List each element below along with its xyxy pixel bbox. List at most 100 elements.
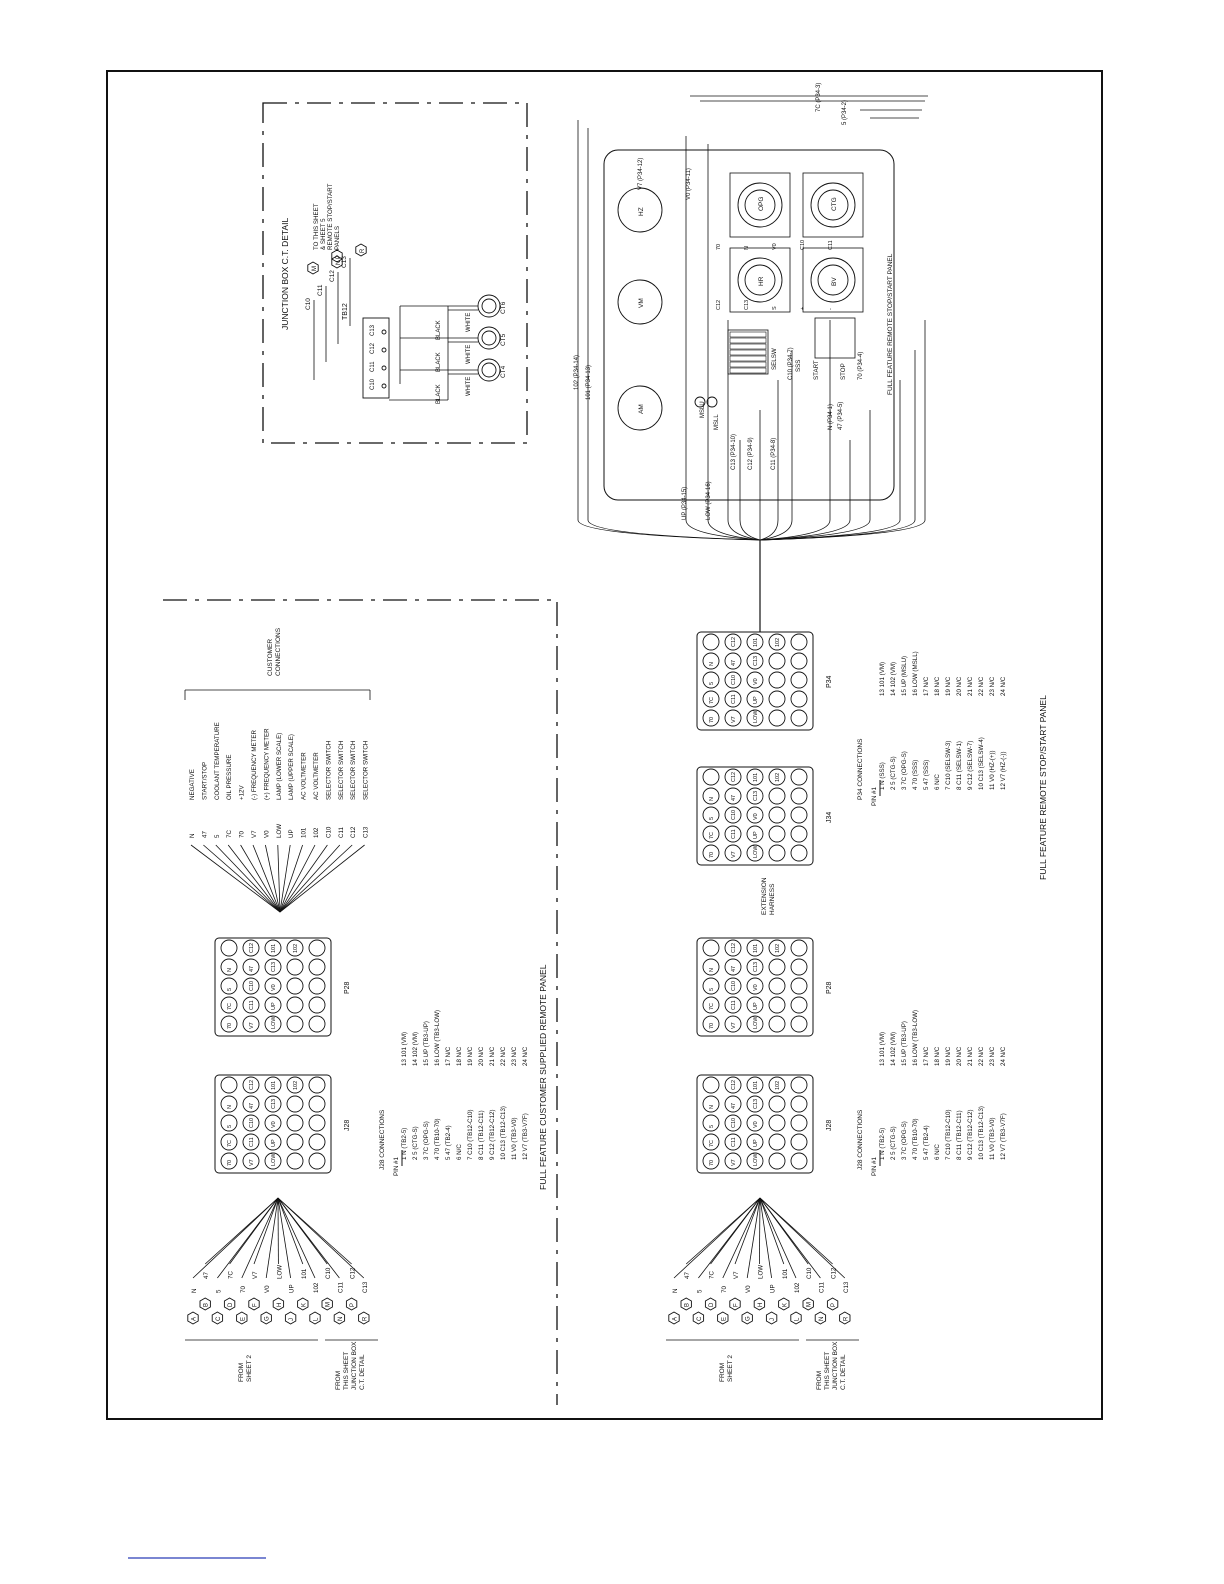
- upper-from-pin-a: [187, 1311, 199, 1325]
- upper-from-fan-wire: [277, 1197, 340, 1279]
- lower-from-pin-label-g: G: [746, 1316, 752, 1321]
- upper-from-pin-r: [358, 1311, 370, 1325]
- connector-p34-cavity: [790, 709, 808, 727]
- connector-j28-lower-cavity: [746, 1114, 764, 1132]
- j28-connections-upper-row: 1 N (TB2-5): [401, 1128, 408, 1160]
- connector-p28-upper-cavity: [220, 958, 238, 976]
- tb12-screw: [381, 329, 387, 335]
- connector-p28-lower-cavity: [790, 977, 808, 995]
- connector-j34-cavity: [790, 768, 808, 786]
- p34-connections-row: 23 N/C: [989, 676, 996, 696]
- connector-j28-lower-body: [696, 1074, 814, 1174]
- connector-j28-upper-cavity: [264, 1133, 282, 1151]
- connector-j28-upper-cavity-label: 70: [227, 1160, 233, 1166]
- connector-j28-lower-cavity: [790, 1095, 808, 1113]
- harness-bend: [759, 519, 926, 541]
- upper-from-pin-label-d: D: [228, 1302, 234, 1307]
- connector-p28-upper-cavity-label: 102: [293, 944, 299, 953]
- p34-connections-row: 1 N (SSS): [879, 762, 886, 790]
- connector-p34-cavity: [702, 690, 720, 708]
- connector-p28-lower-cavity: [724, 977, 742, 995]
- upper-from-pin-label-f: F: [253, 1303, 259, 1307]
- customer-fan-wire: [277, 844, 281, 913]
- jb-output-wire-c11: C11: [317, 284, 324, 296]
- customer-fan-wire: [279, 844, 316, 913]
- customer-desc: COOLANT TEMPERATURE: [214, 722, 221, 800]
- connector-j34-cavity: [746, 806, 764, 824]
- customer-desc: SELECTOR SWITCH: [363, 741, 370, 800]
- lower-from-fan-wire: [710, 1197, 761, 1265]
- connector-p28-lower-cavity: [768, 977, 786, 995]
- connector-j28-upper-cavity: [286, 1114, 304, 1132]
- connector-j28-lower-cavity-label: 70: [709, 1160, 715, 1166]
- meter-hz: [617, 187, 663, 233]
- junction-box-boundary: [262, 102, 528, 444]
- j28-connections-lower-row: 10 C13 (TB12-C13): [978, 1106, 985, 1160]
- connector-j28-upper-cavity-label: V7: [249, 1159, 255, 1166]
- panel-terminal-mark: 70: [716, 244, 722, 250]
- connector-j28-upper-cavity-label: 7C: [227, 1140, 233, 1147]
- p34-connections-row: 22 N/C: [978, 676, 985, 696]
- j28-connections-upper-row: 24 N/C: [522, 1046, 529, 1066]
- j28-connections-upper-row: 6 N/C: [456, 1144, 463, 1160]
- start-stop-switch: [814, 317, 856, 359]
- gauge-frame: [729, 247, 791, 313]
- lower-from-pin-p: [826, 1297, 839, 1311]
- connector-j34-cavity: [702, 806, 720, 824]
- lower-from-wire-label: C11: [818, 1282, 825, 1293]
- connector-j28-upper-cavity-label: C12: [249, 1080, 255, 1090]
- connector-p34-cavity-label: N: [709, 662, 715, 666]
- connector-j34-cavity-label: N: [709, 797, 715, 801]
- connector-j34-cavity: [790, 806, 808, 824]
- p34-connections-row: 21 N/C: [967, 676, 974, 696]
- connector-j34-cavity: [768, 787, 786, 805]
- lower-from-pin-j: [765, 1311, 778, 1325]
- customer-fan-wire: [252, 844, 281, 913]
- connector-j34-cavity-label: 102: [775, 773, 781, 782]
- connector-j28-lower-cavity: [746, 1095, 764, 1113]
- j28-connections-lower-row: 24 N/C: [1000, 1046, 1007, 1066]
- j28-connections-lower-title: J28 CONNECTIONS: [857, 1109, 864, 1170]
- connector-j28-lower-cavity: [768, 1076, 786, 1094]
- lower-from-wire-label: 102: [794, 1282, 801, 1293]
- panel-terminal-mark: V0: [772, 243, 778, 250]
- connector-p28-upper-cavity-label: UP: [271, 1002, 277, 1010]
- connector-p28-lower-cavity-label: UP: [753, 1002, 759, 1010]
- j28-connections-lower-row: 15 UP (TB3-UP): [901, 1021, 908, 1066]
- lower-from-pin-label-n: N: [819, 1317, 825, 1321]
- connector-p28-lower-cavity: [790, 996, 808, 1014]
- connector-p28-lower-cavity-label: 47: [731, 966, 737, 972]
- connector-p34-cavity: [768, 709, 786, 727]
- j28-connections-lower-row: 23 N/C: [989, 1046, 996, 1066]
- connector-j28-lower-cavity: [724, 1114, 742, 1132]
- connector-p34-cavity: [746, 652, 764, 670]
- j28-connections-upper-row: 18 N/C: [456, 1046, 463, 1066]
- customer-fan-wire: [190, 844, 281, 913]
- current-transformer-ct6: [477, 294, 501, 318]
- customer-desc: SELECTOR SWITCH: [350, 741, 357, 800]
- connector-p34-label: P34: [826, 675, 833, 688]
- connector-p34-cavity-label: 70: [709, 717, 715, 723]
- connector-j28-lower-cavity-label: N: [709, 1105, 715, 1109]
- connector-p28-lower-cavity: [746, 958, 764, 976]
- panel-wire-label: 7C (P34-3): [816, 83, 822, 112]
- upper-from-pin-label-g: G: [265, 1316, 271, 1321]
- upper-from-pin-g: [260, 1311, 272, 1325]
- connector-p28-upper-cavity-label: 101: [271, 944, 277, 953]
- connector-p28-upper-cavity: [220, 996, 238, 1014]
- connector-pin-p: [331, 249, 343, 263]
- connector-j28-lower-cavity: [746, 1076, 764, 1094]
- jb-note-line: TO THIS SHEET: [313, 203, 320, 250]
- lower-from-pin-label-r: R: [843, 1316, 849, 1321]
- connector-j28-upper-cavity: [308, 1152, 326, 1170]
- connector-j34-cavity: [790, 787, 808, 805]
- lower-from-wire-label: C13: [843, 1281, 850, 1293]
- upper-from-pin-p: [345, 1297, 358, 1311]
- connector-p28-lower-cavity: [724, 1015, 742, 1033]
- connector-p28-upper-cavity: [220, 977, 238, 995]
- upper-from-pin-k: [297, 1297, 309, 1311]
- p34-connections-row: 18 N/C: [934, 676, 941, 696]
- lower-from-wire-label: C12: [831, 1267, 838, 1279]
- p34-connections-row: 16 LOW (MSLL): [912, 651, 919, 696]
- lower-from-wire-label: 101: [782, 1268, 789, 1279]
